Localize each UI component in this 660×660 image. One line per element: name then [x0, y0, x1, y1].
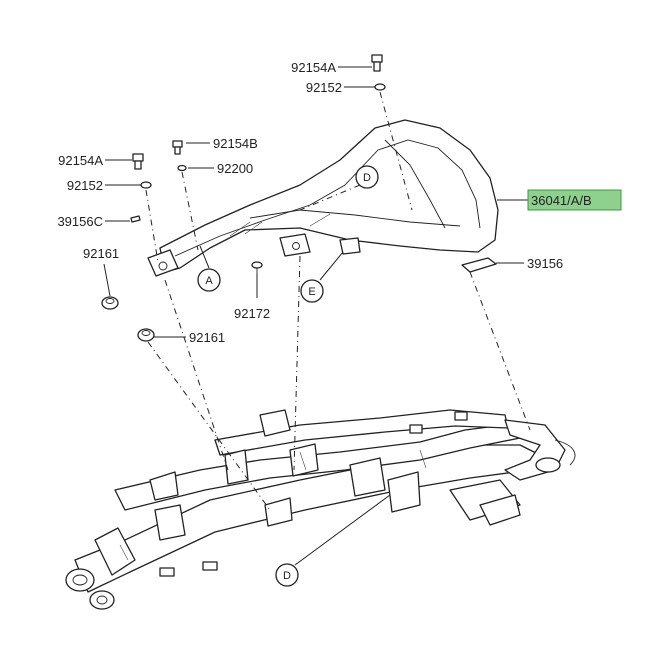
callout-39156c: 39156C	[57, 214, 103, 229]
damper-92161-lower	[137, 328, 155, 342]
leader-lines	[103, 66, 531, 566]
callout-92154a-top: 92154A	[291, 60, 336, 75]
svg-text:A: A	[205, 275, 213, 287]
callout-92161-upper: 92161	[83, 246, 119, 261]
reference-mark-d-lower: D	[275, 563, 299, 587]
callout-92161-lower: 92161	[189, 330, 225, 345]
reference-marks: D A E D	[197, 165, 379, 587]
callout-36041: 36041/A/B	[531, 193, 592, 208]
bolt-92154a-left	[132, 153, 144, 170]
rear-frame	[65, 409, 576, 610]
rubber-pad-39156	[461, 257, 497, 273]
reference-mark-e: E	[300, 279, 324, 303]
callout-92172: 92172	[234, 306, 270, 321]
callout-highlight	[527, 189, 622, 211]
seat-cowl-36041	[147, 119, 499, 277]
callout-92152-left: 92152	[67, 178, 103, 193]
grommet-92152-left	[140, 181, 152, 189]
svg-text:E: E	[308, 286, 315, 298]
damper-92161-upper	[101, 296, 119, 310]
callout-92200: 92200	[217, 161, 253, 176]
callout-39156: 39156	[527, 256, 563, 271]
callout-92154a-left: 92154A	[58, 153, 103, 168]
bolt-92154b	[172, 140, 183, 155]
clip-39156c	[130, 215, 141, 223]
reference-mark-a: A	[197, 268, 221, 292]
collar-92200	[177, 164, 187, 172]
reference-mark-d-upper: D	[355, 165, 379, 189]
callout-92152-top: 92152	[306, 80, 342, 95]
bolt-92154a-top	[371, 54, 383, 72]
svg-text:D: D	[363, 172, 371, 184]
callout-labels: 92154A 92152 92154B 92200 92154A 92152 3…	[57, 60, 622, 345]
callout-92154b: 92154B	[213, 136, 258, 151]
svg-text:D: D	[283, 570, 291, 582]
grommet-92152-top	[374, 83, 386, 91]
screw-92172	[251, 261, 263, 274]
